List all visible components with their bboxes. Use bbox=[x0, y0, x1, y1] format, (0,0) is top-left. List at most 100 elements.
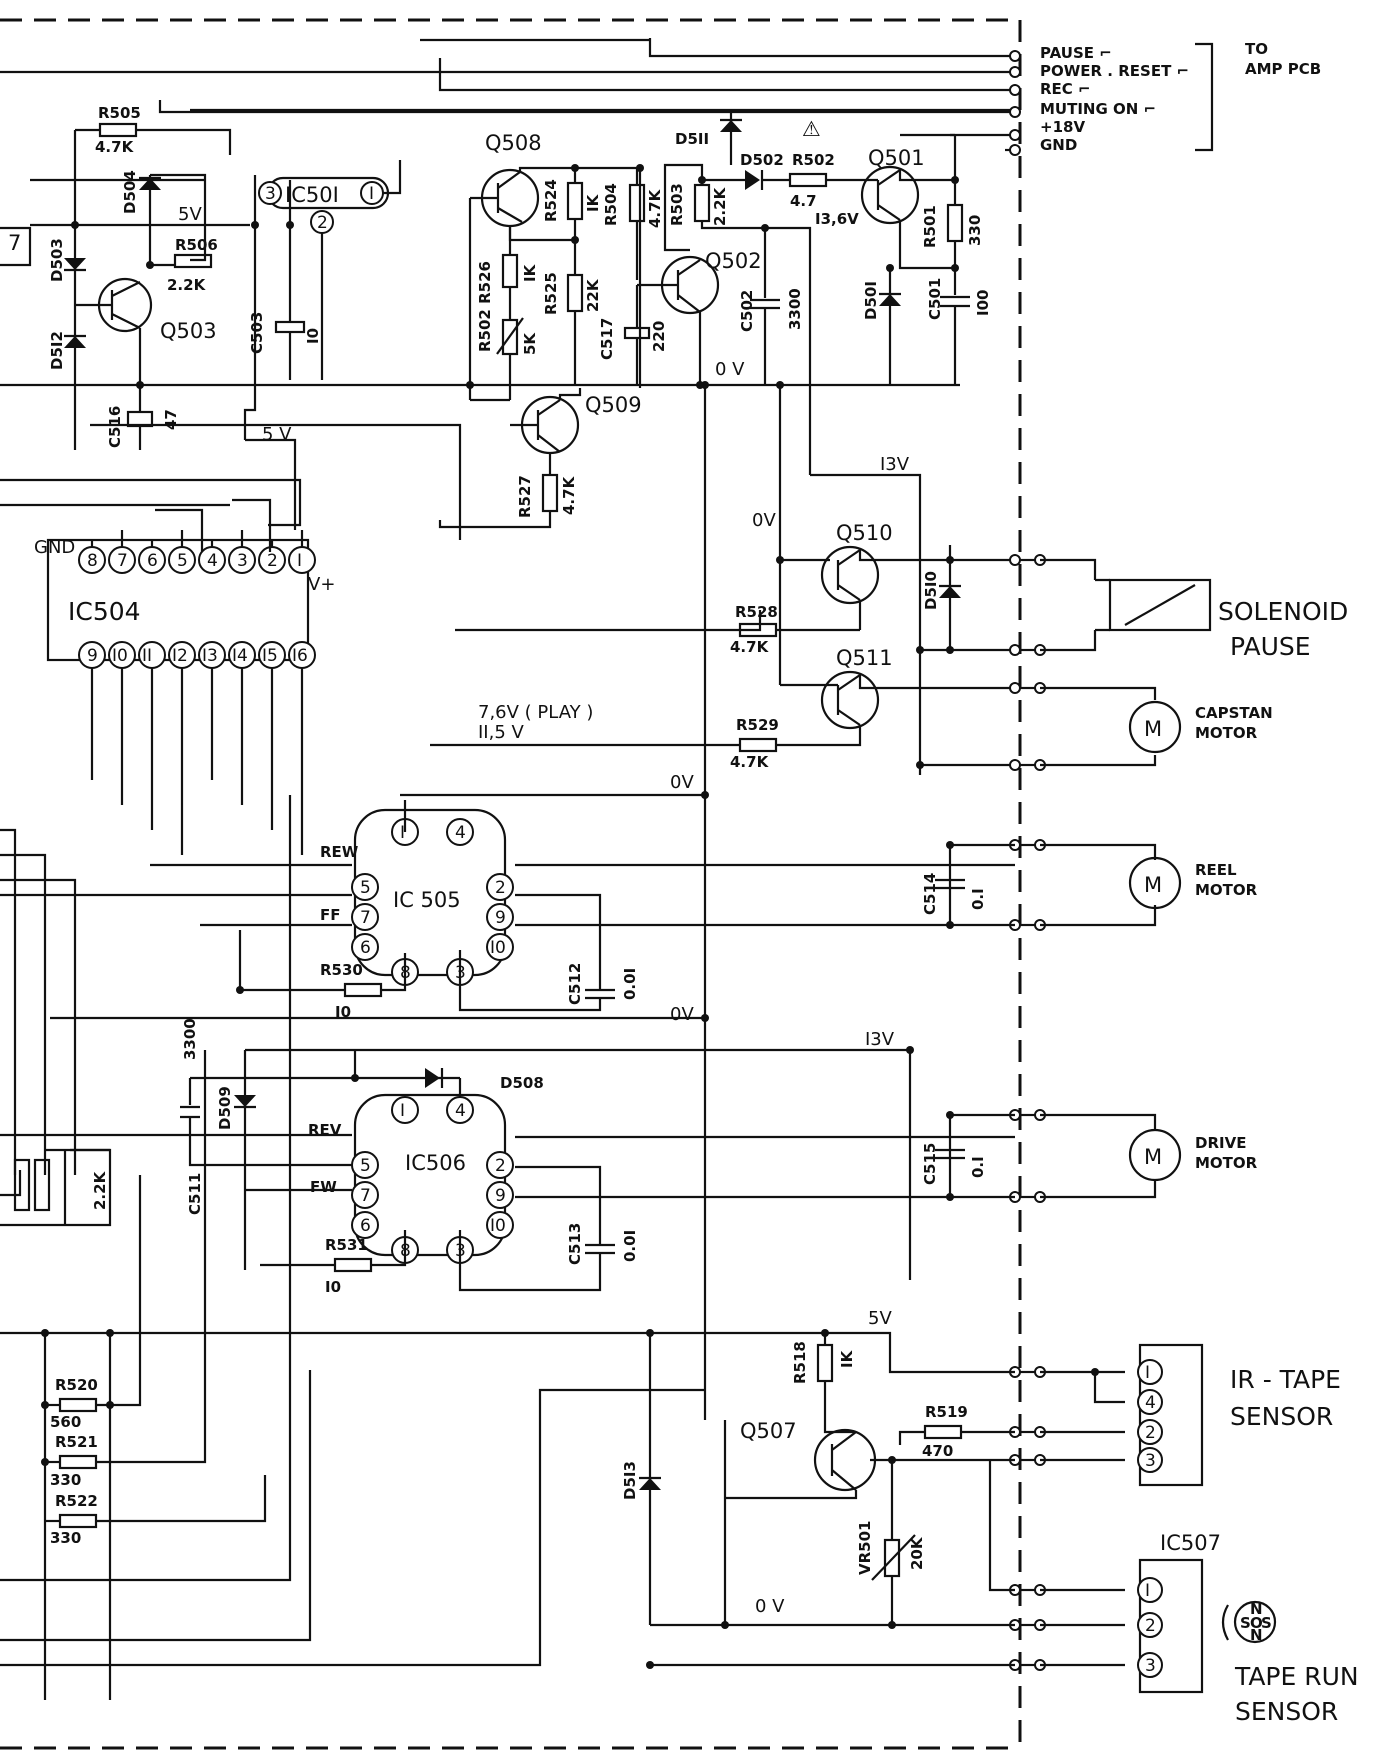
c512-val: 0.0I bbox=[621, 968, 639, 1000]
left-box-num: 7 bbox=[8, 231, 21, 255]
junction-dot-21 bbox=[916, 761, 924, 769]
r505-ref: R505 bbox=[98, 104, 141, 122]
drive-label-2: MOTOR bbox=[1195, 1154, 1258, 1172]
capstan-motor: M CAPSTAN MOTOR bbox=[1040, 686, 1273, 767]
reel-label-2: MOTOR bbox=[1195, 881, 1258, 899]
junction-dot-4 bbox=[636, 164, 644, 172]
r502-val: 4.7 bbox=[790, 192, 817, 210]
d504-label: D504 bbox=[121, 170, 139, 214]
ic504-label: IC504 bbox=[68, 597, 141, 626]
ic506-pin-p2: 2 bbox=[495, 1156, 506, 1176]
r522-val: 330 bbox=[50, 1529, 81, 1547]
ic504-top-pin-1: 7 bbox=[117, 551, 128, 571]
c502-val: 3300 bbox=[786, 288, 804, 330]
d509-label: D509 bbox=[216, 1086, 234, 1130]
q501-section: D5II D502 R502 ⚠ 4.7 I3,6V Q501 R501 330… bbox=[675, 112, 992, 385]
warning-symbol: ⚠ bbox=[802, 117, 821, 141]
r530-ref: R530 bbox=[320, 961, 363, 979]
ic505-pin-p6: 6 bbox=[360, 938, 371, 958]
drive-m: M bbox=[1144, 1145, 1162, 1169]
c501-val: I00 bbox=[974, 290, 992, 316]
junction-dot-9 bbox=[886, 264, 894, 272]
ic506-fw: FW bbox=[310, 1178, 337, 1196]
junction-dot-8 bbox=[951, 176, 959, 184]
drive-label-1: DRIVE bbox=[1195, 1134, 1246, 1152]
board-pin-2 bbox=[1009, 682, 1021, 694]
c503-ref: C503 bbox=[248, 312, 266, 354]
ic505-pin-p9-circle bbox=[486, 903, 514, 931]
junction-dot-2 bbox=[251, 221, 259, 229]
left-2k2: 2.2K bbox=[91, 1170, 109, 1210]
c512-ref: C512 bbox=[566, 963, 584, 1005]
junction-dot-5 bbox=[571, 164, 579, 172]
junction-dot-1 bbox=[146, 261, 154, 269]
ic506-label: IC506 bbox=[405, 1151, 466, 1175]
junction-dot-31 bbox=[41, 1401, 49, 1409]
junction-dot-17 bbox=[946, 556, 954, 564]
ic504-bottom-pin-2: II bbox=[142, 646, 152, 666]
c514-val: 0.I bbox=[969, 888, 987, 910]
junction-dot-41 bbox=[236, 986, 244, 994]
junction-dot-28 bbox=[946, 1111, 954, 1119]
v0a: 0V bbox=[752, 510, 776, 531]
junction-dot-42 bbox=[41, 1329, 49, 1337]
r518-val: IK bbox=[838, 1349, 856, 1368]
junction-dot-11 bbox=[776, 381, 784, 389]
ir-pin-3: 3 bbox=[1145, 1451, 1156, 1471]
amp-pcb-label: AMP PCB bbox=[1245, 60, 1321, 78]
sig-power-reset: POWER . RESET ⌐ bbox=[1040, 62, 1189, 80]
ic506-pin-p2-circle bbox=[486, 1151, 514, 1179]
ic504-bottom-pin-1: I0 bbox=[112, 646, 128, 666]
r525-ref: R525 bbox=[542, 272, 560, 315]
junction-dot-18 bbox=[946, 646, 954, 654]
r520-val: 560 bbox=[50, 1413, 81, 1431]
v0c: 0V bbox=[670, 1004, 694, 1025]
reel-motor: C514 0.I M REEL MOTOR bbox=[921, 843, 1258, 927]
ic506-pin-p9: 9 bbox=[495, 1186, 506, 1206]
junction-dot-27 bbox=[946, 921, 954, 929]
junction-dot-22 bbox=[701, 791, 709, 799]
ic505-pin-p1: I bbox=[400, 823, 405, 843]
junction-dot-40 bbox=[1091, 1368, 1099, 1376]
r531-val: I0 bbox=[325, 1278, 341, 1296]
sig-gnd: GND bbox=[1040, 136, 1077, 154]
amp-pcb-connector: PAUSE ⌐ POWER . RESET ⌐ REC ⌐ MUTING ON … bbox=[0, 38, 1321, 156]
ic507-pin-1: 2 bbox=[1145, 1616, 1156, 1636]
play-voltage-2: II,5 V bbox=[478, 722, 525, 743]
tape-run-sensor: IC507 I23 N S O S N TAPE RUN SENSOR bbox=[1040, 1531, 1359, 1726]
c516-ref: C516 bbox=[106, 406, 124, 448]
c515-val: 0.I bbox=[969, 1156, 987, 1178]
r526-pot: 5K bbox=[521, 332, 539, 355]
junction-dot-39 bbox=[106, 1401, 114, 1409]
r521-val: 330 bbox=[50, 1471, 81, 1489]
tape-run-label-2: SENSOR bbox=[1235, 1697, 1338, 1726]
ic505-pin-p2-circle bbox=[486, 873, 514, 901]
junction-dot-25 bbox=[906, 1046, 914, 1054]
solenoid-label-2: PAUSE bbox=[1230, 632, 1311, 661]
ic506-pin-p4-circle bbox=[446, 1096, 474, 1124]
r501-val: 330 bbox=[966, 215, 984, 246]
r519-ref: R519 bbox=[925, 1403, 968, 1421]
c511-ref: C511 bbox=[186, 1173, 204, 1215]
ic505-pin-p4: 4 bbox=[455, 823, 466, 843]
d510-label: D5I0 bbox=[922, 571, 940, 610]
v5c: 5V bbox=[868, 1308, 892, 1329]
ir-pin-0: I bbox=[1145, 1363, 1150, 1383]
ic501-pin3: 3 bbox=[265, 184, 276, 204]
r526-val: IK bbox=[521, 263, 539, 282]
junction-dot-16 bbox=[466, 381, 474, 389]
junction-dot-20 bbox=[916, 646, 924, 654]
r527-val: 4.7K bbox=[560, 475, 578, 515]
ic504-vplus: V+ bbox=[308, 574, 335, 595]
r528-ref: R528 bbox=[735, 603, 778, 621]
ic505-pin-p10: I0 bbox=[490, 938, 506, 958]
q502-label: Q502 bbox=[705, 249, 762, 273]
junction-dot-14 bbox=[136, 381, 144, 389]
ic505-ff: FF bbox=[320, 906, 341, 924]
sig-pause: PAUSE ⌐ bbox=[1040, 44, 1112, 62]
q510-q511-section: I3V 0V Q510 R528 4.7K D5I0 Q511 R529 4.7… bbox=[430, 385, 1015, 775]
v0-top: 0 V bbox=[715, 359, 745, 380]
q502-section: R504 4.7K R503 2.2K Q502 C517 220 C502 3… bbox=[598, 163, 812, 475]
reel-m: M bbox=[1144, 873, 1162, 897]
